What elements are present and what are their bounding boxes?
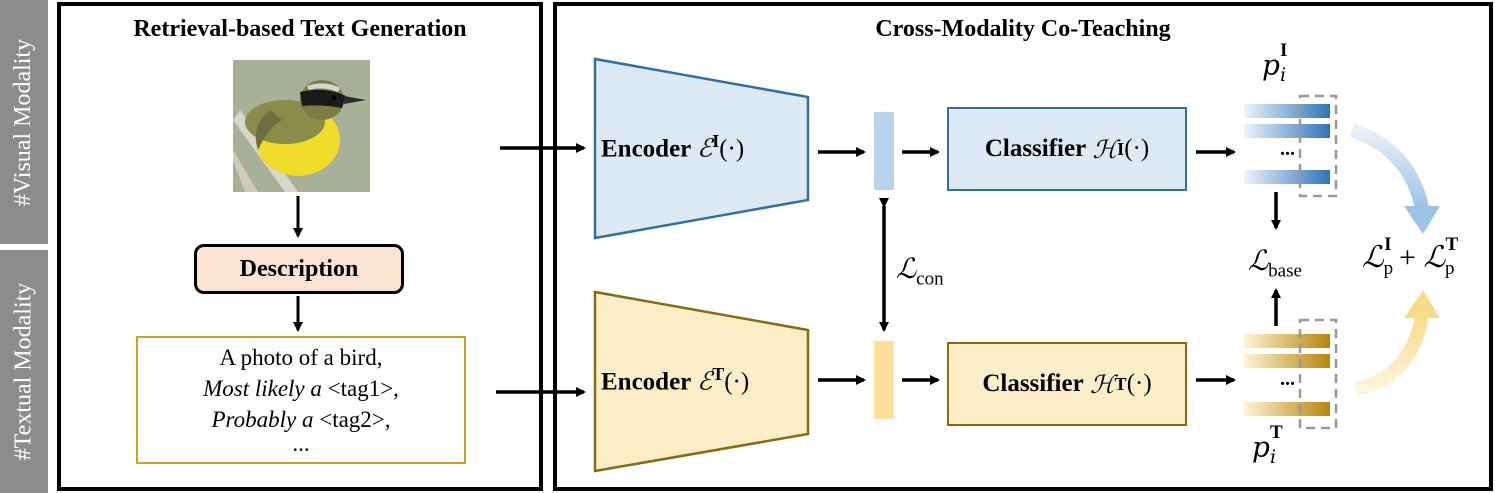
generated-text-box: A photo of a bird, Most likely a <tag1>,…	[136, 336, 466, 464]
visual-encoder-shape	[593, 57, 810, 240]
visual-prob-bar-2	[1244, 124, 1330, 138]
visual-modality-tab: #Visual Modality	[0, 0, 48, 244]
prompt-loss-sum: ℒpI + ℒpT	[1362, 234, 1458, 280]
bird-image-icon	[233, 60, 370, 192]
textual-encoder-label: Encoder ℰT(·)	[601, 364, 749, 396]
prompt-loss-visual-superscript: I	[1384, 234, 1392, 255]
text-line-1: A photo of a bird,	[219, 345, 383, 370]
visual-encoder-label: Encoder ℰI(·)	[601, 131, 744, 163]
retrieval-panel-title: Retrieval-based Text Generation	[133, 16, 467, 42]
visual-prob-bar-3	[1244, 170, 1330, 184]
visual-classifier-symbol: ℋ	[1092, 134, 1118, 164]
contrastive-loss: ℒcon	[896, 252, 944, 291]
textual-probability-bars	[1244, 318, 1338, 430]
textual-prob-dashed-box	[1298, 318, 1338, 430]
text-line-2-italic: Most likely a	[203, 376, 322, 401]
visual-classifier-superscript: I	[1117, 138, 1125, 159]
textual-prob-symbol: p	[1252, 430, 1270, 464]
textual-encoder-superscript: T	[712, 364, 725, 384]
contrastive-loss-subscript: con	[916, 268, 944, 290]
textual-classifier-superscript: T	[1114, 373, 1127, 394]
textual-classifier-text: Classifier	[982, 370, 1084, 397]
text-line-2-tag: <tag1>,	[321, 376, 399, 401]
textual-curve-arrow-body	[1354, 314, 1429, 397]
visual-prob-symbol: p	[1262, 48, 1280, 82]
textual-classifier-arg: (·)	[1126, 370, 1152, 397]
visual-encoder-arg: (·)	[719, 135, 745, 163]
visual-prob-bar-1	[1244, 104, 1330, 118]
textual-prob-bar-1	[1244, 334, 1330, 348]
visual-prob-ellipsis: ...	[1280, 138, 1295, 160]
co-teaching-panel	[553, 2, 1493, 491]
prompt-loss-textual-subscript: p	[1445, 258, 1455, 279]
textual-encoder-arg: (·)	[724, 368, 750, 396]
visual-probability-bars	[1244, 94, 1338, 198]
description-box: Description	[194, 244, 404, 294]
visual-encoder-superscript: I	[712, 131, 720, 151]
visual-curve-arrow-body	[1349, 123, 1429, 210]
prompt-loss-visual-subscript: p	[1383, 258, 1394, 279]
base-loss: ℒbase	[1248, 244, 1302, 283]
text-line-4: ...	[292, 431, 310, 456]
base-loss-subscript: base	[1268, 260, 1302, 282]
text-line-3-tag: <tag2>,	[313, 407, 391, 432]
textual-curve-arrowhead	[1404, 290, 1440, 318]
prompt-loss-visual-symbol: ℒ	[1362, 240, 1384, 275]
visual-curve-arrowhead	[1404, 206, 1440, 234]
visual-prob-subscript: i	[1279, 63, 1287, 86]
textual-classifier-symbol: ℋ	[1089, 369, 1115, 399]
prompt-loss-plus: +	[1399, 241, 1416, 274]
textual-prob-superscript: T	[1270, 422, 1283, 443]
prompt-loss-textual-superscript: T	[1445, 234, 1459, 255]
textual-prob-subscript: i	[1269, 445, 1277, 468]
visual-encoder-text: Encoder	[601, 135, 691, 163]
visual-prob-label: piI	[1262, 40, 1287, 86]
textual-prob-bar-2	[1244, 354, 1330, 368]
contrastive-loss-symbol: ℒ	[896, 252, 917, 285]
textual-prob-bar-3	[1244, 402, 1330, 416]
text-line-3-italic: Probably a	[211, 407, 314, 432]
textual-feature-vector	[874, 341, 894, 419]
textual-encoder-shape	[593, 290, 810, 473]
visual-encoder-symbol: ℰ	[697, 133, 713, 163]
visual-classifier-arg: (·)	[1124, 135, 1150, 162]
text-line-3: Probably a <tag2>,	[138, 404, 464, 435]
visual-prob-superscript: I	[1280, 40, 1288, 61]
visual-classifier-text: Classifier	[984, 135, 1087, 162]
description-label: Description	[239, 255, 359, 282]
textual-prob-ellipsis: ...	[1280, 368, 1295, 390]
text-line-2: Most likely a <tag1>,	[138, 373, 464, 404]
textual-modality-tab: #Textual Modality	[0, 250, 48, 493]
base-loss-symbol: ℒ	[1248, 244, 1269, 277]
textual-encoder-symbol: ℰ	[697, 366, 713, 396]
co-teaching-panel-title: Cross-Modality Co-Teaching	[875, 16, 1171, 42]
visual-prob-dashed-box	[1298, 94, 1338, 198]
visual-feature-vector	[874, 112, 894, 190]
prompt-loss-textual-symbol: ℒ	[1423, 240, 1446, 275]
textual-prob-label: piT	[1252, 422, 1283, 468]
textual-encoder-text: Encoder	[601, 368, 691, 396]
retrieval-panel	[57, 2, 543, 491]
